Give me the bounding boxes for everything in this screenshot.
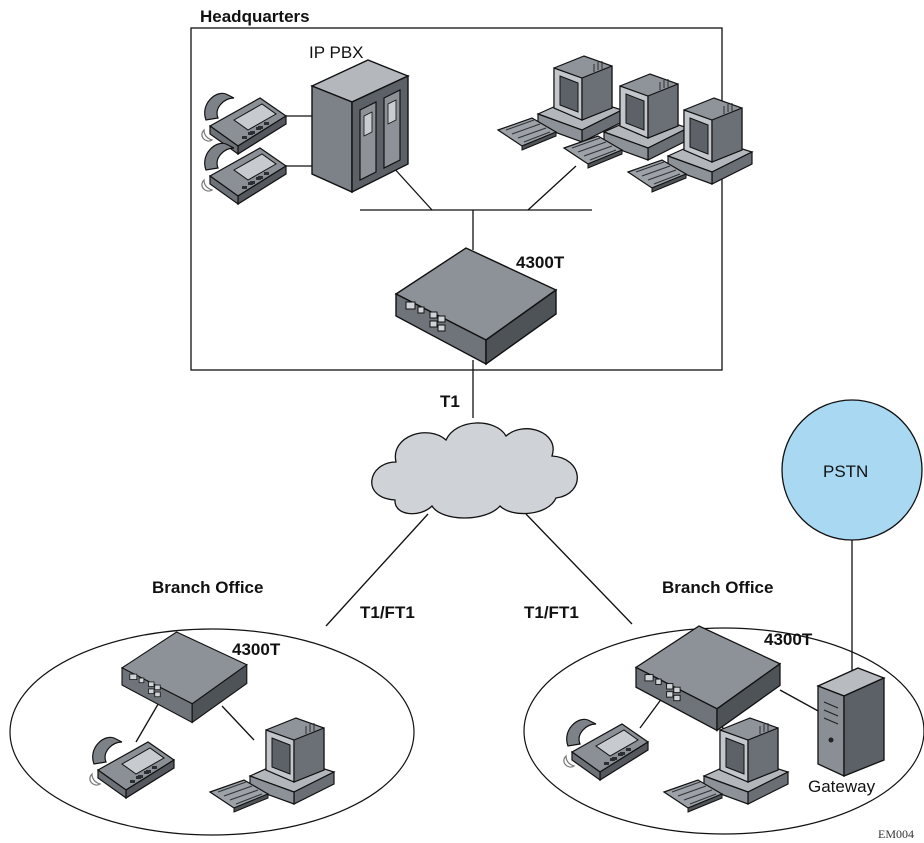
pstn-label: PSTN [823,462,868,481]
wan-links [325,513,853,686]
branch-left-router-label: 4300T [232,640,281,659]
ip-pbx-label: IP PBX [309,43,364,62]
pstn-circle [781,399,923,541]
wan-cloud [371,422,578,519]
t1-label: T1 [440,392,460,411]
link-left-label: T1/FT1 [360,603,415,622]
hq-router-label: 4300T [516,253,565,272]
branch-left-title: Branch Office [152,578,263,597]
headquarters-label: Headquarters [200,7,310,26]
gateway-server-icon [817,667,885,777]
link-right-label: T1/FT1 [524,603,579,622]
figure-id: EM004 [878,827,914,841]
branch-right-router-label: 4300T [764,630,813,649]
branch-right-title: Branch Office [662,578,773,597]
gateway-label: Gateway [808,777,876,796]
